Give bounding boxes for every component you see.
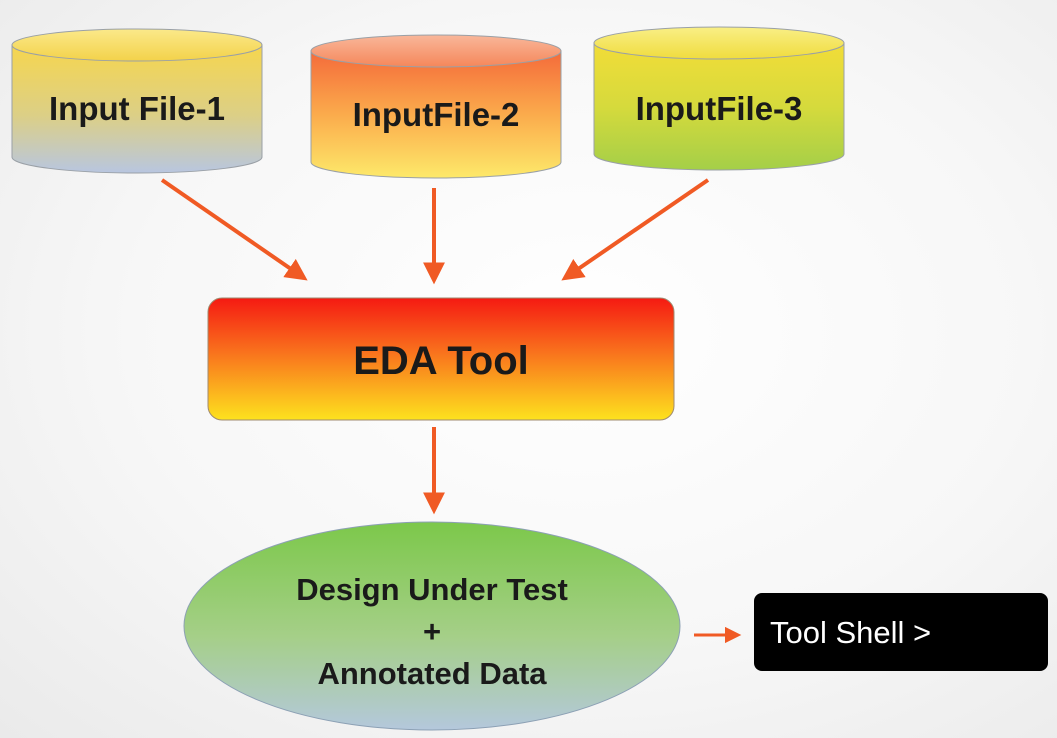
output-line-2: + (423, 614, 441, 649)
input-file-1-label: Input File-1 (49, 90, 225, 127)
arrow-input1-to-tool (160, 178, 308, 281)
tool-shell-box[interactable]: Tool Shell > (754, 593, 1048, 671)
input-file-3-label: InputFile-3 (636, 90, 803, 127)
eda-tool-label: EDA Tool (353, 339, 529, 383)
design-under-test-ellipse: Design Under Test + Annotated Data (183, 521, 681, 731)
output-line-1: Design Under Test (296, 572, 568, 607)
input-file-2-label: InputFile-2 (353, 96, 520, 133)
tool-shell-label: Tool Shell > (770, 615, 931, 650)
eda-tool-box: EDA Tool (207, 297, 675, 421)
input-file-2-cylinder: InputFile-2 (310, 34, 562, 179)
input-file-1-cylinder: Input File-1 (11, 28, 263, 174)
output-line-3: Annotated Data (317, 656, 547, 691)
input-file-3-cylinder: InputFile-3 (593, 26, 845, 171)
arrow-input3-to-tool (561, 178, 710, 281)
